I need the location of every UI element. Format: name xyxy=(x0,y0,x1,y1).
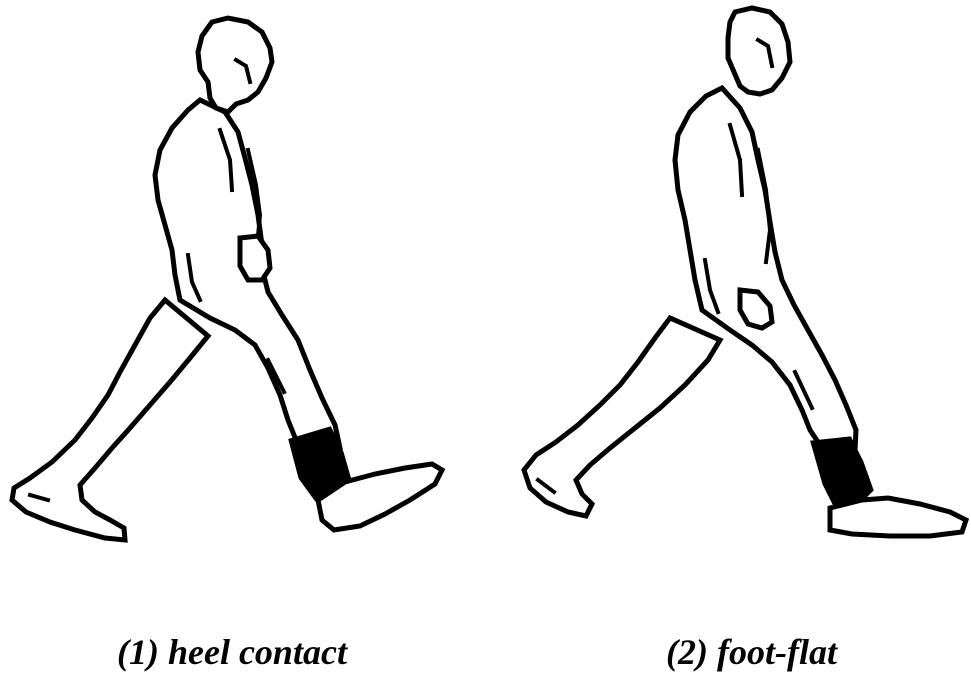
head xyxy=(198,18,272,112)
hand xyxy=(240,236,270,280)
trailing-leg xyxy=(12,300,208,540)
head xyxy=(728,8,790,94)
figure-heel-contact xyxy=(0,0,480,600)
walking-figure-foot-flat xyxy=(490,0,971,600)
walking-figure-heel-contact xyxy=(0,0,480,600)
torso-and-leading-leg xyxy=(675,88,856,452)
sock xyxy=(812,438,872,506)
figure-foot-flat xyxy=(490,0,971,600)
trailing-leg xyxy=(524,318,720,516)
caption-heel-contact: (1) heel contact xyxy=(117,632,347,672)
leading-shoe xyxy=(830,498,966,536)
caption-foot-flat: (2) foot-flat xyxy=(666,632,837,672)
